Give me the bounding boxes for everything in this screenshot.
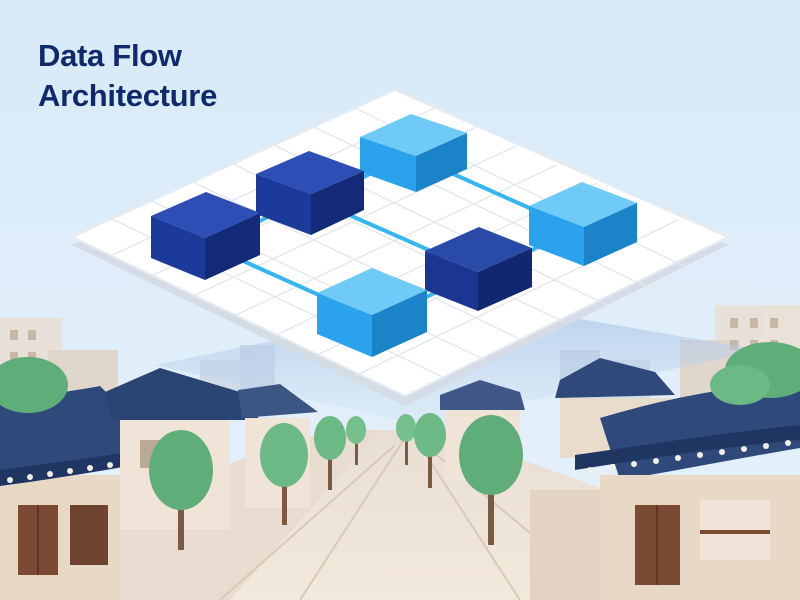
node-n3 [360, 114, 467, 192]
page-title: Data Flow Architecture [38, 36, 217, 116]
connector-n2-n5 [336, 208, 442, 257]
node-n2 [256, 151, 364, 235]
node-n6 [317, 268, 427, 357]
trees [0, 342, 800, 550]
node-n5 [425, 227, 532, 311]
connector-n3-n4 [438, 166, 547, 217]
title-line-2: Architecture [38, 78, 218, 113]
platform [69, 88, 731, 406]
node-n1 [151, 192, 260, 280]
node-n4 [529, 182, 637, 266]
title-line-1: Data Flow [38, 38, 182, 73]
connector-n1-n6 [230, 254, 332, 302]
